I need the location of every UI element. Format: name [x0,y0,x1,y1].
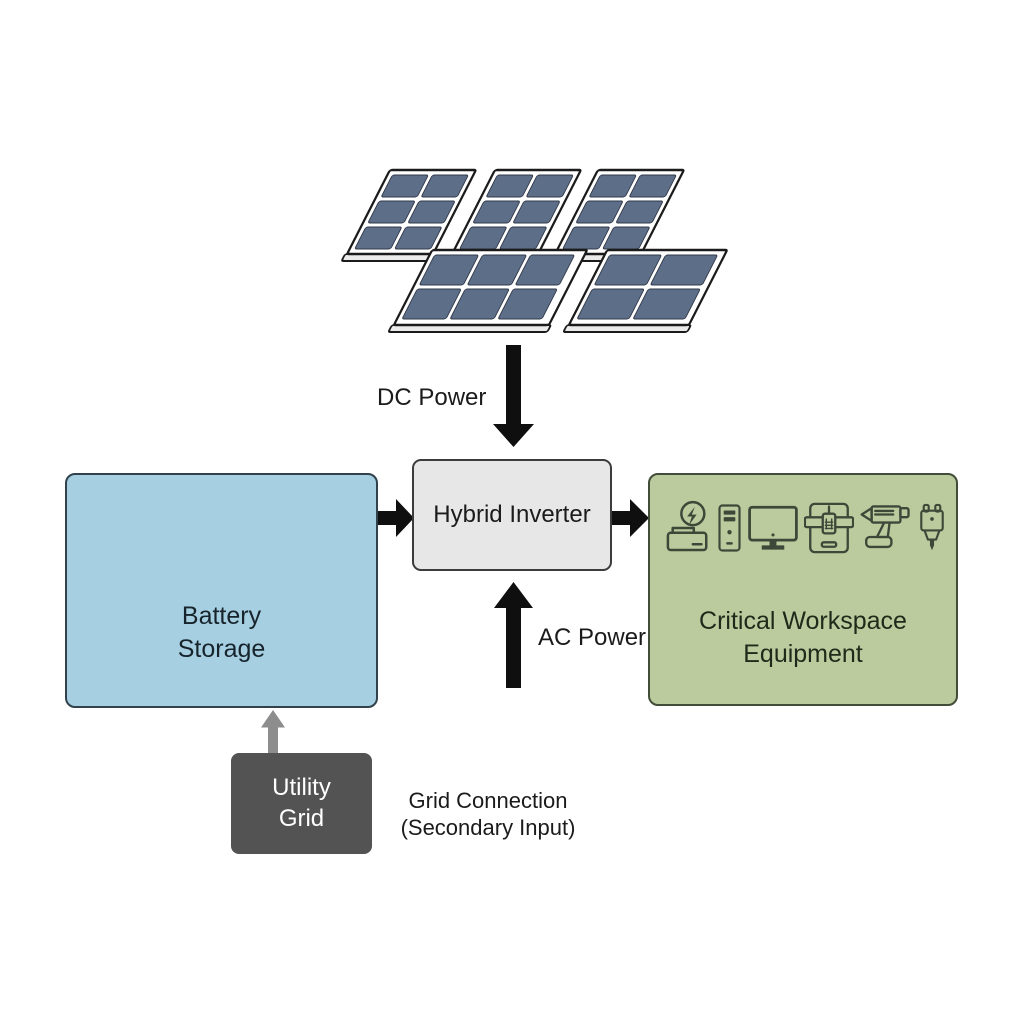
equipment-icon-row [666,499,946,557]
dc-power-label: DC Power [377,384,487,411]
grid-connection-label: Grid Connection (Secondary Input) [400,788,576,841]
rotary-tool-icon [920,503,944,551]
hybrid-inverter-label: Hybrid Inverter [433,501,591,528]
pc-tower-icon [718,504,741,552]
battery-to-inverter-arrow [378,499,414,537]
inverter-to-equipment-arrow [612,499,649,537]
power-battery-icon [666,500,708,552]
ac-power-label: AC Power [538,624,647,651]
utility-grid-label: Utility Grid [272,773,331,832]
solar-panels-icon [341,168,728,333]
critical-equipment-node: Critical Workspace Equipment [648,473,958,706]
ac-power-arrow [494,582,533,688]
monitor-icon [748,505,798,550]
dc-power-arrow [493,345,534,447]
utility-grid-node: Utility Grid [231,753,372,854]
printer-3d-icon [804,502,854,554]
hybrid-inverter-node: Hybrid Inverter [412,459,612,571]
battery-storage-node: Battery Storage [65,473,378,708]
glue-gun-icon [860,505,910,549]
critical-equipment-label: Critical Workspace Equipment [699,607,907,668]
grid-to-battery-arrow [261,710,285,754]
battery-storage-label: Battery Storage [177,602,266,663]
